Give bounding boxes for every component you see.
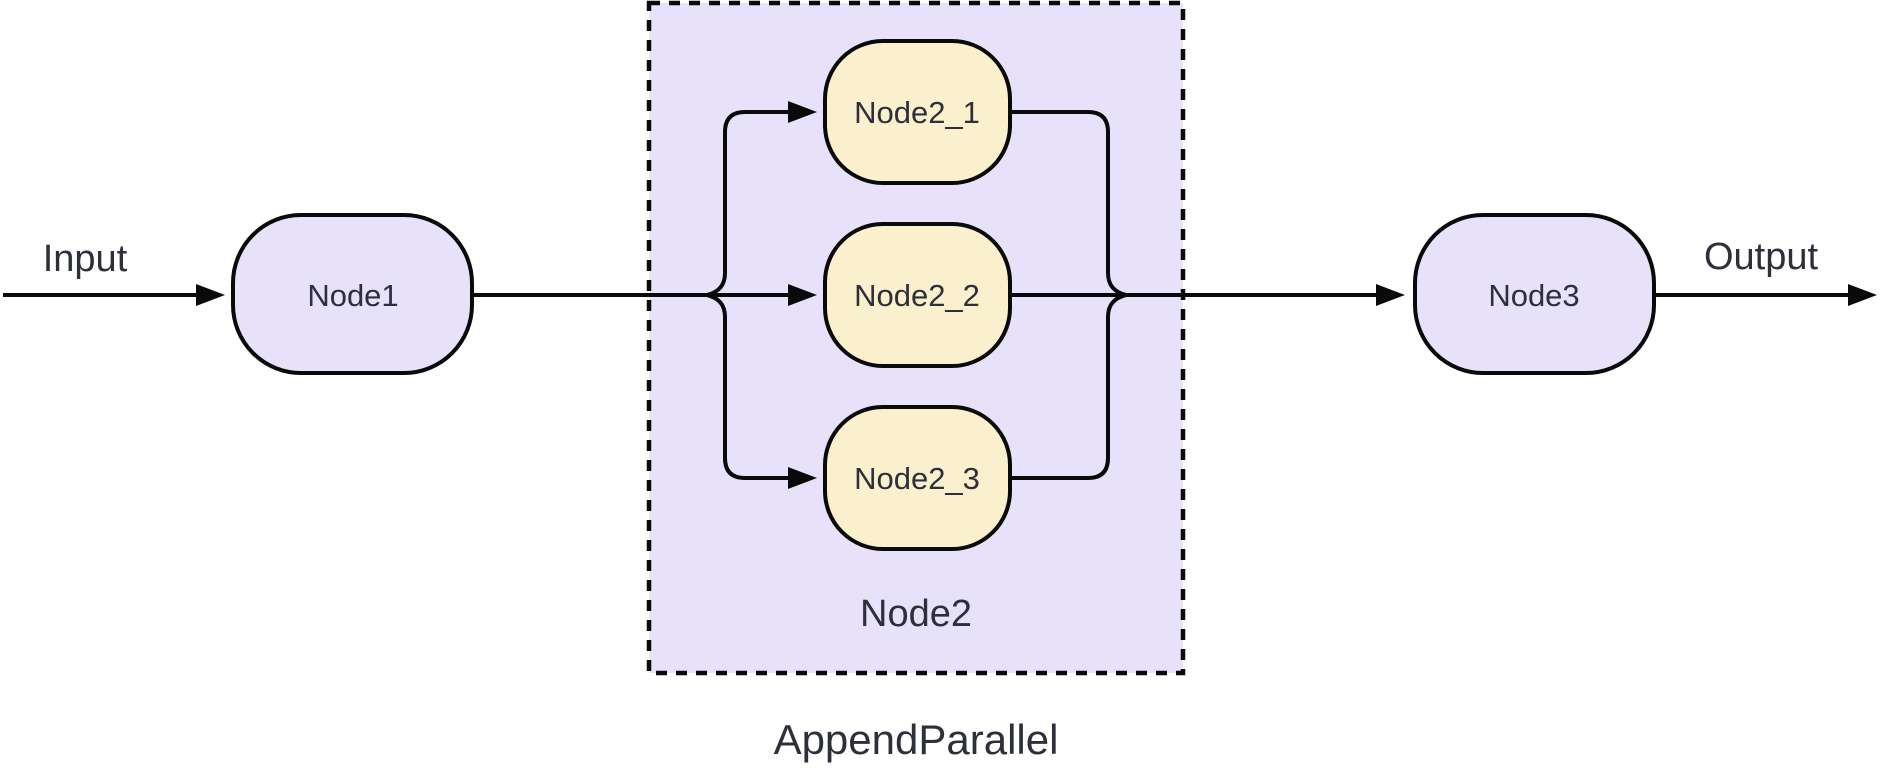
node2_2-arrowhead-icon bbox=[788, 284, 817, 306]
output-arrowhead-icon bbox=[1848, 284, 1877, 306]
node2_3-label: Node2_3 bbox=[854, 461, 980, 496]
node3-shape bbox=[1413, 213, 1656, 375]
edge-node2_1-to-merge bbox=[1010, 110, 1127, 297]
input-arrow bbox=[3, 284, 225, 306]
node-node2_1: Node2_1 bbox=[823, 39, 1012, 185]
parallel-group-label: Node2 bbox=[860, 593, 972, 635]
edge-fork-to-node2_1 bbox=[706, 101, 817, 297]
node2_3-arrowhead-icon bbox=[788, 467, 817, 489]
node2_1-shape bbox=[823, 39, 1012, 185]
node2_2-label: Node2_2 bbox=[854, 278, 980, 313]
input-label: Input bbox=[43, 238, 128, 280]
node1-label: Node1 bbox=[307, 278, 398, 313]
node3-label: Node3 bbox=[1488, 278, 1579, 313]
parallel-group-caption: AppendParallel bbox=[774, 716, 1059, 763]
edge-fork-node2_3-line bbox=[706, 293, 790, 480]
node-node1: Node1 bbox=[231, 213, 474, 375]
node2_3-shape bbox=[823, 405, 1012, 551]
edge-fork-node2_1-line bbox=[706, 110, 790, 297]
output-arrow bbox=[1652, 284, 1877, 306]
node-node2_3: Node2_3 bbox=[823, 405, 1012, 551]
node-node3: Node3 bbox=[1413, 213, 1656, 375]
node2_2-shape bbox=[823, 222, 1012, 368]
node1-shape bbox=[231, 213, 474, 375]
edge-node2_2-to-node3 bbox=[1010, 284, 1405, 306]
edge-fork-to-node2_3 bbox=[706, 293, 817, 489]
node3-arrowhead-icon bbox=[1376, 284, 1405, 306]
node2_1-label: Node2_1 bbox=[854, 95, 980, 130]
edge-node1-to-node2_2 bbox=[472, 284, 817, 306]
node2_1-arrowhead-icon bbox=[788, 101, 817, 123]
node-node2_2: Node2_2 bbox=[823, 222, 1012, 368]
edge-node2_3-to-merge bbox=[1010, 293, 1127, 480]
input-arrowhead-icon bbox=[196, 284, 225, 306]
output-label: Output bbox=[1704, 236, 1819, 278]
